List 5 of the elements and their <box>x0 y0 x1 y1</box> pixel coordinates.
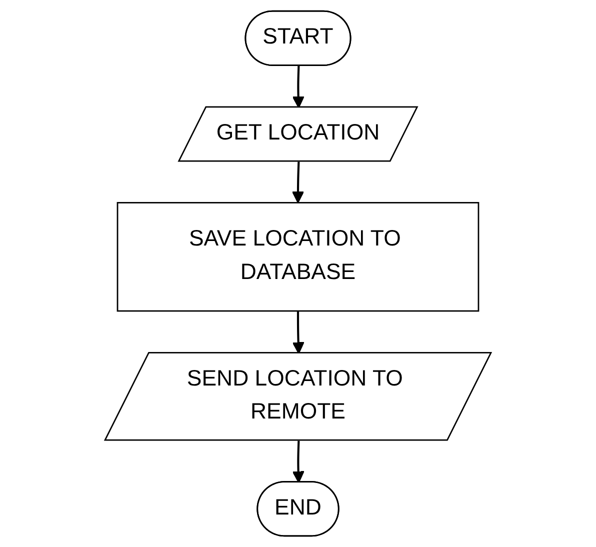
arrow <box>292 66 304 108</box>
node-box: SAVE LOCATION TO DATABASE <box>116 202 480 312</box>
arrow <box>292 440 304 483</box>
arrow <box>292 310 304 354</box>
arrow <box>292 162 304 204</box>
